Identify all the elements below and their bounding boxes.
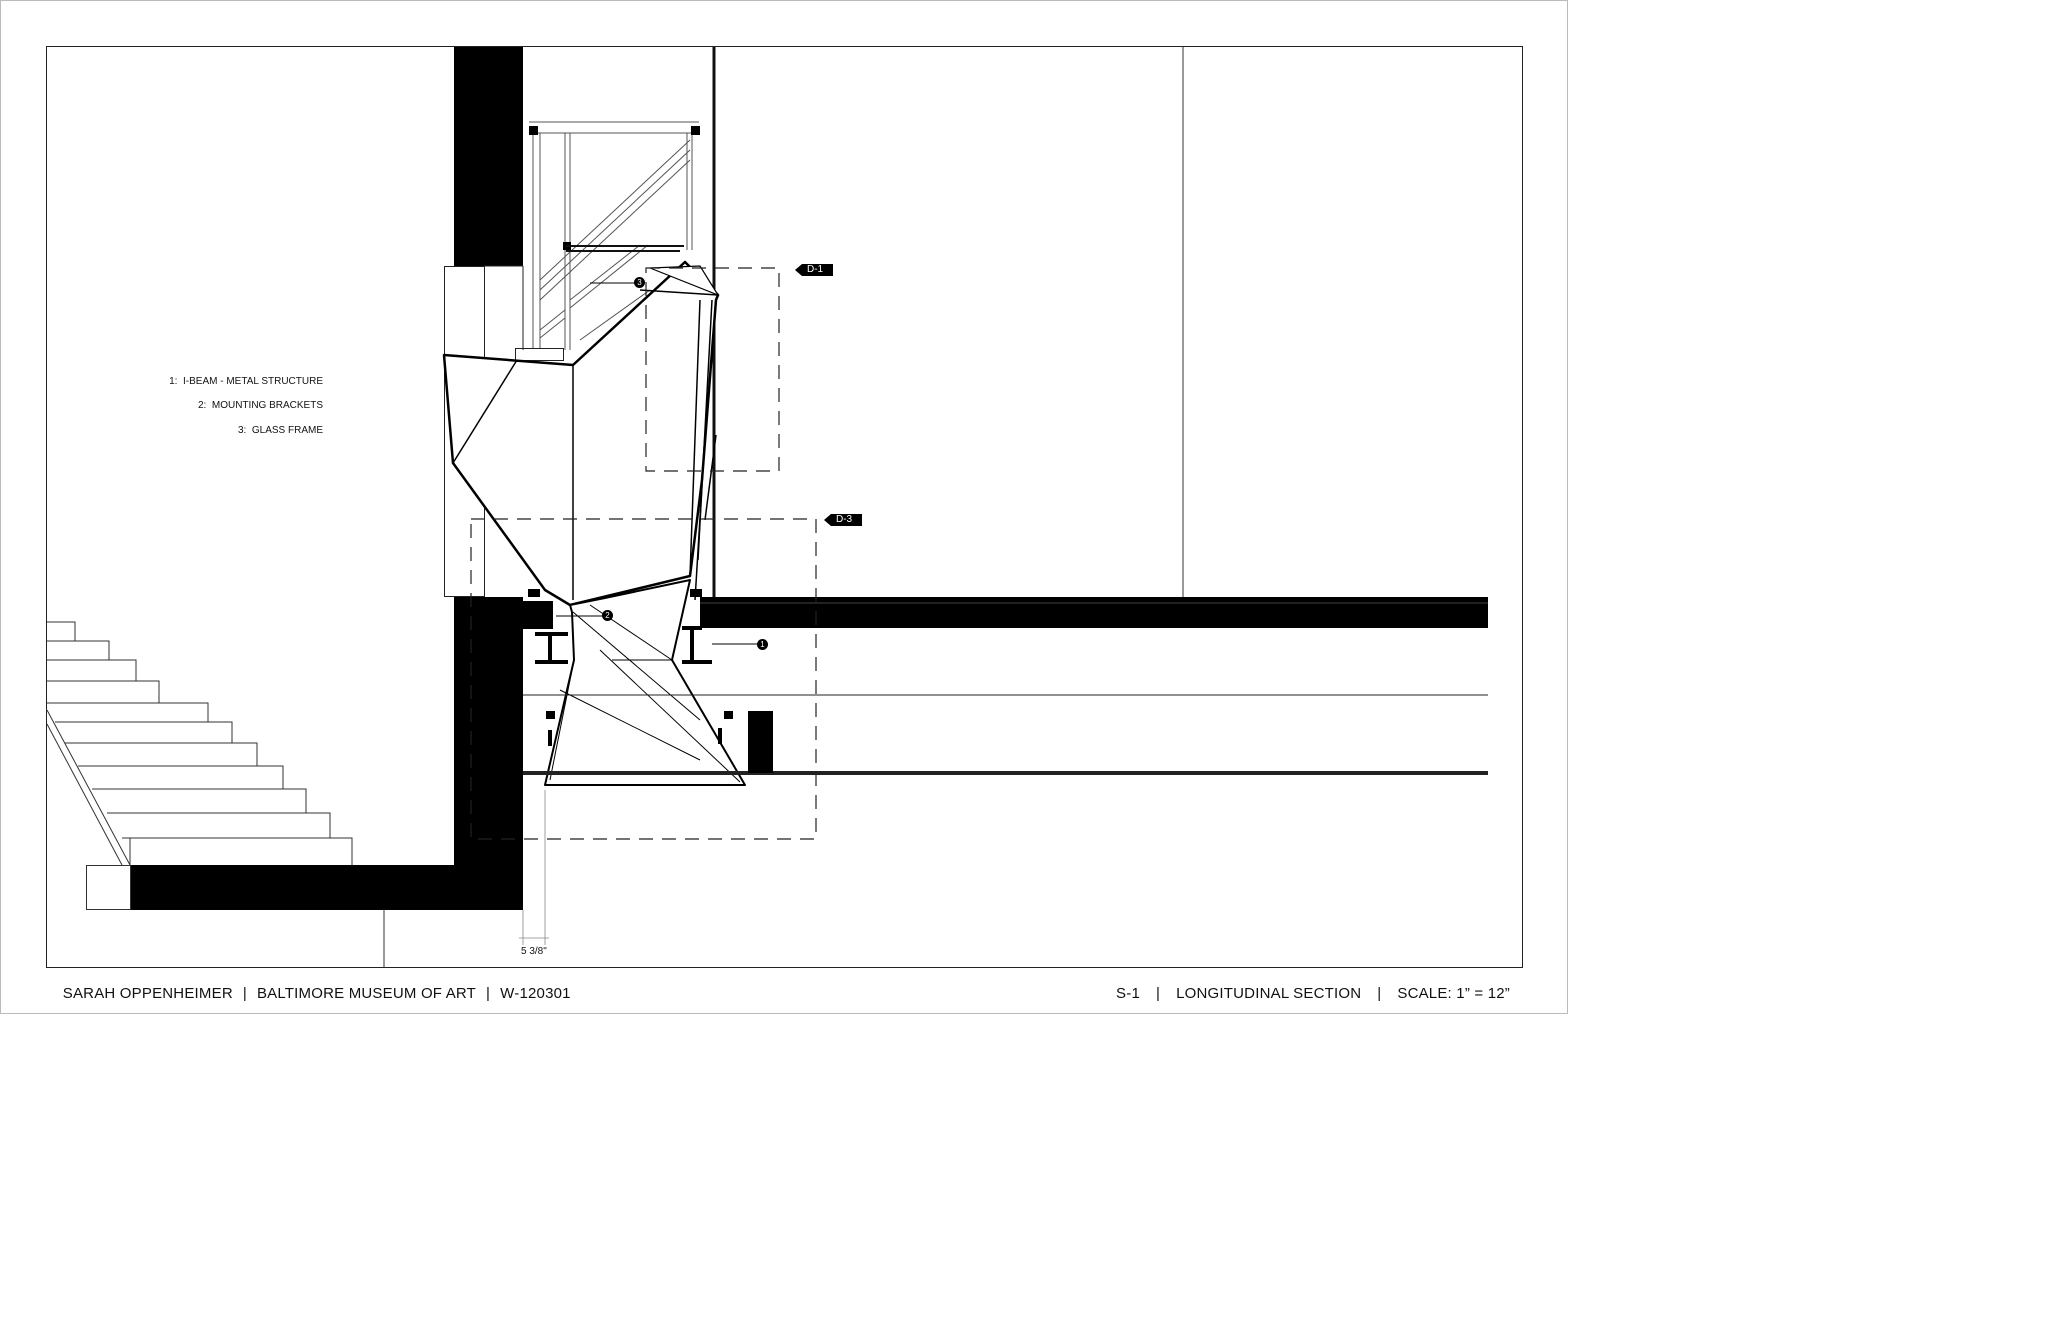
- dimension-guides: [519, 790, 549, 945]
- glass-frame-facets-lower: [549, 604, 741, 783]
- separator: |: [242, 985, 247, 1002]
- legend-item-glass-frame: 3: GLASS FRAME: [237, 425, 323, 436]
- callout-tag-d3: D-3: [824, 514, 862, 526]
- glass-frame-facets-upper: [452, 289, 719, 601]
- separator: |: [486, 985, 491, 1002]
- marker-number: 1: [760, 640, 765, 649]
- sheet-number: S-1: [1116, 985, 1140, 1002]
- marker-leaders: [556, 282, 758, 645]
- sheet-title: LONGITUDINAL SECTION: [1176, 985, 1362, 1002]
- staircase: [46, 621, 353, 866]
- detail-box-d3: [470, 518, 817, 840]
- drawing-scale: SCALE: 1” = 12”: [1397, 985, 1510, 1002]
- sheet-border: [0, 0, 1568, 1014]
- separator: |: [1156, 985, 1161, 1002]
- stair-landing: [86, 865, 131, 910]
- slab-left-plate: [523, 601, 553, 629]
- scaffold-structure: [529, 121, 699, 350]
- i-beam-right: [682, 589, 712, 664]
- venue-name: BALTIMORE MUSEUM OF ART: [256, 985, 477, 1002]
- i-beam-left: [528, 589, 568, 664]
- floor-slab-right: [700, 597, 1488, 628]
- section-drawing: [0, 0, 1568, 1014]
- drawing-frame: [46, 46, 1523, 968]
- glass-frame-sculpture-upper: [442, 260, 720, 607]
- legend-item-i-beam: 1: I-BEAM - METAL STRUCTURE: [169, 376, 323, 387]
- callout-tag-label: D-1: [807, 264, 824, 275]
- marker-number: 2: [605, 611, 610, 620]
- ceiling-lines: [523, 694, 1488, 775]
- marker-1: 1: [757, 639, 768, 650]
- separator: |: [1377, 985, 1382, 1002]
- title-block-right: S-1 | LONGITUDINAL SECTION | SCALE: 1” = 12”: [1107, 968, 1510, 1002]
- marker-number: 3: [637, 278, 642, 287]
- marker-2: 2: [602, 610, 613, 621]
- glass-frame-corner: [649, 265, 720, 297]
- dimension-label: 5 3/8": [521, 946, 547, 957]
- mounting-brackets: [546, 711, 733, 746]
- wall-column-upper: [454, 47, 523, 266]
- detail-box-d1: [645, 267, 780, 472]
- callout-tag-label: D-3: [836, 514, 853, 525]
- legend-item-brackets: 2: MOUNTING BRACKETS: [197, 400, 323, 411]
- upper-frame-beam: [566, 245, 684, 252]
- callout-tag-d1: D-1: [795, 264, 833, 276]
- wall-column-lower: [454, 597, 523, 910]
- floor-slab-left: [130, 865, 455, 910]
- duct-block: [748, 711, 773, 773]
- scaffold-nodes: [529, 126, 700, 250]
- title-block-left: SARAH OPPENHEIMER | BALTIMORE MUSEUM OF AR…: [54, 968, 571, 1002]
- work-number: W-120301: [500, 985, 571, 1002]
- author-name: SARAH OPPENHEIMER: [62, 985, 233, 1002]
- marker-3: 3: [634, 277, 645, 288]
